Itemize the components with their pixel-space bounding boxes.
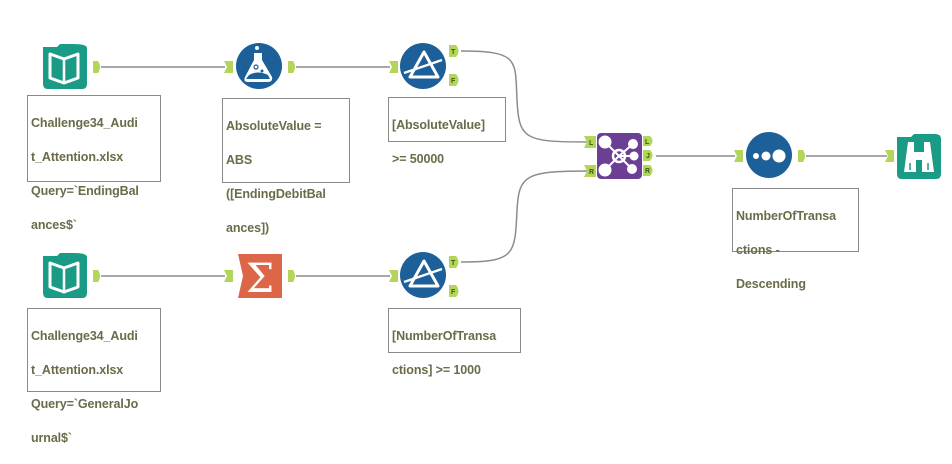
input2-annotation: Challenge34_Audi t_Attention.xlsx Query=… [27, 308, 161, 445]
input-anchor[interactable] [885, 150, 894, 162]
annotation-line: Challenge34_Audi [31, 116, 138, 130]
summarize-tool[interactable]: Σ [224, 254, 295, 302]
formula-tool[interactable] [224, 43, 295, 89]
left-input-label: L [589, 140, 594, 147]
annotation-line: >= 50000 [392, 152, 445, 166]
true-anchor[interactable] [449, 256, 459, 268]
join-icon [598, 135, 639, 177]
output-anchor[interactable] [288, 270, 295, 282]
formula-annotation: AbsoluteValue = ABS ([EndingDebitBal anc… [222, 98, 350, 235]
book-icon [43, 253, 87, 298]
annotation-line: t_Attention.xlsx [31, 363, 124, 377]
right-input-anchor[interactable] [584, 165, 596, 177]
input-anchor[interactable] [389, 61, 398, 73]
input-data-tool-2[interactable] [43, 253, 100, 298]
book-icon [43, 44, 87, 89]
annotation-line: Query=`EndingBal [31, 184, 139, 198]
right-output-anchor[interactable] [643, 165, 653, 176]
annotation-line: Challenge34_Audi [31, 329, 138, 343]
sort-annotation: NumberOfTransa ctions - Descending [732, 188, 859, 291]
connection-filter2-true-join-right[interactable] [460, 170, 591, 263]
annotation-line: ([EndingDebitBal [226, 187, 326, 201]
annotation-line: AbsoluteValue = [226, 119, 322, 133]
true-anchor[interactable] [449, 45, 459, 57]
connection-filter1-true-join-left[interactable] [460, 50, 591, 143]
connections [101, 50, 887, 277]
true-anchor-label: T [451, 49, 456, 56]
left-output-anchor[interactable] [643, 136, 653, 146]
filter2-annotation: [NumberOfTransa ctions] >= 1000 [388, 308, 521, 377]
left-output-label: L [645, 139, 650, 146]
annotation-line: t_Attention.xlsx [31, 150, 124, 164]
false-anchor-label: F [451, 78, 456, 85]
flask-icon [244, 46, 273, 82]
browse-tool[interactable] [885, 134, 941, 179]
join-output-anchor[interactable] [643, 150, 653, 161]
input-anchor[interactable] [389, 270, 398, 282]
prism-icon [403, 259, 443, 288]
join-tool[interactable]: L R L J R [584, 133, 653, 179]
annotation-line: Descending [736, 277, 806, 291]
prism-icon [403, 50, 443, 79]
false-anchor-label: F [451, 289, 456, 296]
left-input-anchor[interactable] [584, 136, 596, 148]
filter-tool-2[interactable]: T F [389, 252, 459, 298]
sort-dots-icon [753, 149, 786, 163]
workflow-canvas[interactable]: T F L R L J R [0, 0, 952, 436]
annotation-line: ctions] >= 1000 [392, 363, 481, 377]
annotation-line: Query=`GeneralJo [31, 397, 139, 411]
input1-annotation: Challenge34_Audi t_Attention.xlsx Query=… [27, 95, 161, 232]
annotation-line: ABS [226, 153, 253, 167]
annotation-line: ances$` [31, 218, 77, 232]
output-anchor[interactable] [798, 150, 805, 162]
output-anchor[interactable] [288, 61, 295, 73]
annotation-line: urnal$` [31, 431, 72, 445]
annotation-line: ctions - [736, 243, 780, 257]
join-output-label: J [646, 153, 650, 160]
output-anchor[interactable] [93, 61, 100, 73]
true-anchor-label: T [451, 260, 456, 267]
input-anchor[interactable] [224, 270, 233, 282]
filter-tool-1[interactable]: T F [389, 43, 459, 89]
input-anchor[interactable] [734, 150, 743, 162]
sigma-icon: Σ [246, 256, 274, 302]
annotation-line: ances]) [226, 221, 270, 235]
annotation-line: [NumberOfTransa [392, 329, 497, 343]
false-anchor[interactable] [449, 74, 459, 86]
binoculars-icon [897, 134, 941, 179]
input-data-tool-1[interactable] [43, 44, 100, 89]
false-anchor[interactable] [449, 285, 459, 297]
right-output-label: R [645, 168, 650, 175]
sort-tool[interactable] [734, 132, 805, 178]
annotation-line: NumberOfTransa [736, 209, 837, 223]
filter1-annotation: [AbsoluteValue] >= 50000 [388, 97, 506, 166]
output-anchor[interactable] [93, 270, 100, 282]
right-input-label: R [589, 169, 594, 176]
annotation-line: [AbsoluteValue] [392, 118, 485, 132]
input-anchor[interactable] [224, 61, 233, 73]
